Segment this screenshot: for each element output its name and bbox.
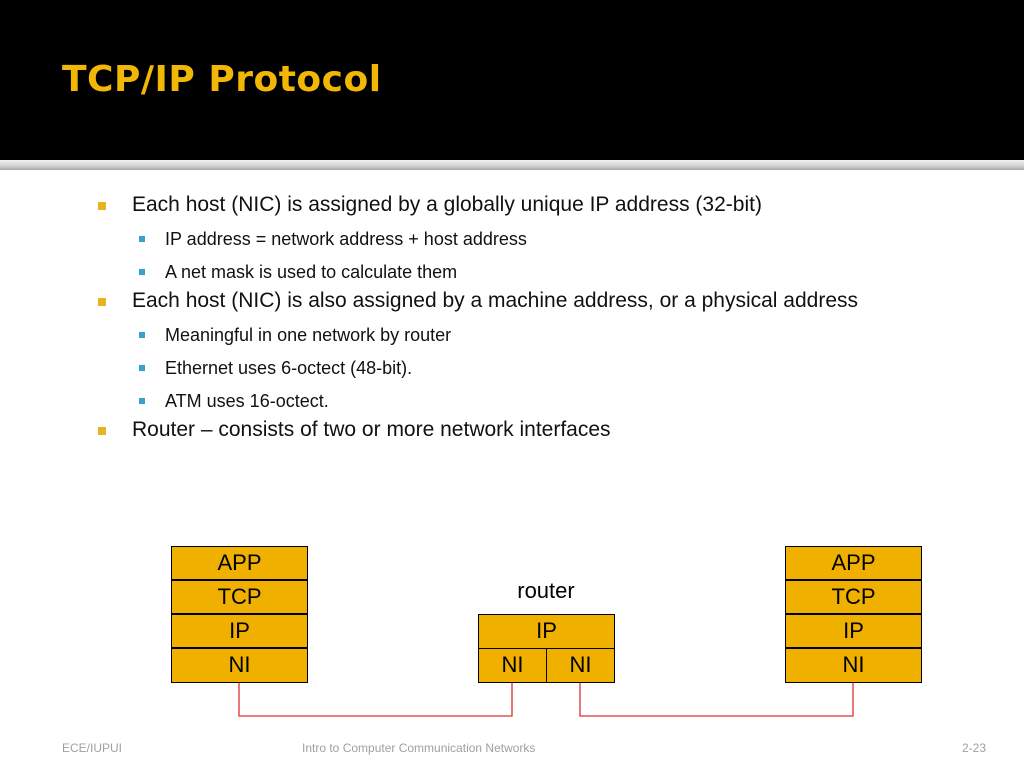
sub-bullet-1-2: A net mask is used to calculate them — [165, 262, 458, 282]
link-right — [579, 682, 854, 717]
right-tcp-layer: TCP — [785, 580, 922, 614]
footer-center: Intro to Computer Communication Networks — [302, 741, 536, 755]
title-separator — [0, 160, 1024, 170]
sub-bullet-icon — [139, 332, 145, 338]
sub-bullet-1-1: IP address = network address + host addr… — [165, 229, 527, 249]
sub-bullet-icon — [139, 236, 145, 242]
bullet-1: Each host (NIC) is assigned by a globall… — [132, 193, 762, 216]
sub-bullet-2-3: ATM uses 16-octect. — [165, 391, 329, 411]
bullet-icon — [98, 202, 106, 210]
title-bar: TCP/IP Protocol — [0, 0, 1024, 160]
sub-bullet-2-2: Ethernet uses 6-octect (48-bit). — [165, 358, 413, 378]
right-app-layer: APP — [785, 546, 922, 580]
router-ni-left: NI — [478, 648, 547, 683]
left-ni-layer: NI — [171, 648, 308, 683]
sub-bullet-icon — [139, 365, 145, 371]
router-ni-right: NI — [546, 648, 615, 683]
sub-bullet-icon — [139, 269, 145, 275]
footer-left: ECE/IUPUI — [62, 741, 123, 755]
left-ip-layer: IP — [171, 614, 308, 648]
router-ip-layer: IP — [478, 614, 615, 649]
slide-title: TCP/IP Protocol — [62, 59, 382, 100]
link-left — [238, 682, 513, 717]
right-ip-layer: IP — [785, 614, 922, 648]
right-ni-layer: NI — [785, 648, 922, 683]
router-label: router — [517, 578, 575, 603]
left-tcp-layer: TCP — [171, 580, 308, 614]
bullet-3: Router – consists of two or more network… — [132, 418, 611, 441]
bullet-2: Each host (NIC) is also assigned by a ma… — [132, 289, 859, 312]
sub-bullet-icon — [139, 398, 145, 404]
slide-number: 2-23 — [962, 741, 987, 755]
left-app-layer: APP — [171, 546, 308, 580]
sub-bullet-2-1: Meaningful in one network by router — [165, 325, 452, 345]
bullet-icon — [98, 427, 106, 435]
bullet-icon — [98, 298, 106, 306]
